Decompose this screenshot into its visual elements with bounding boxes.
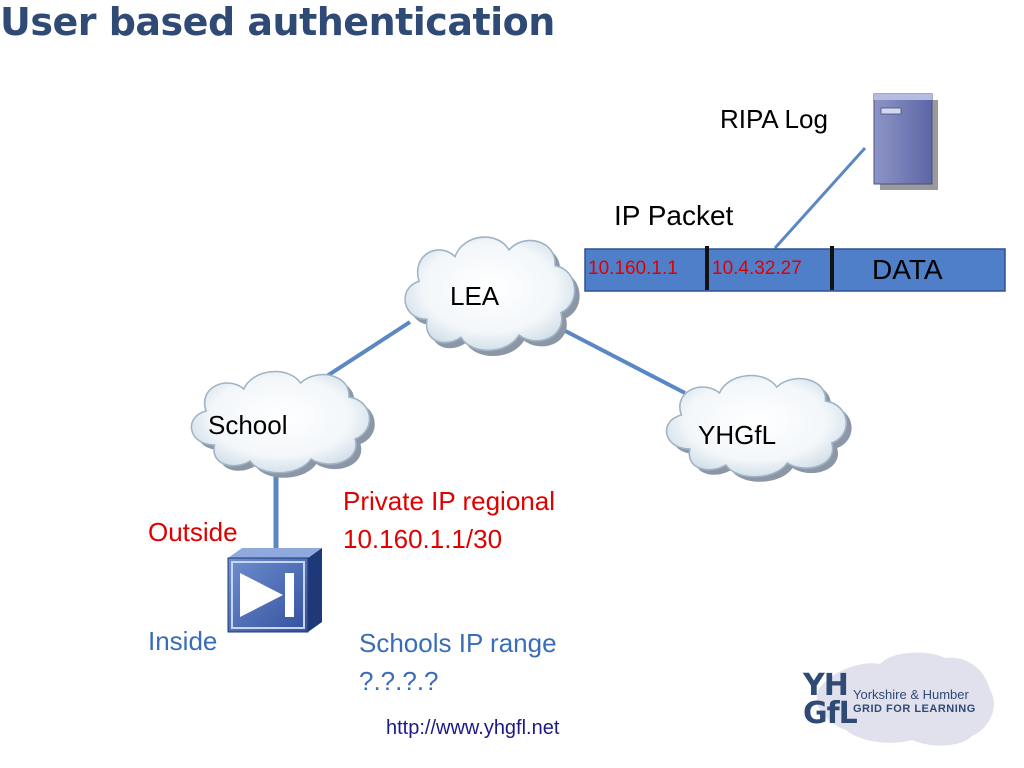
logo-line1: Yorkshire & Humber xyxy=(853,687,969,702)
logo-mark-bottom: GfL xyxy=(803,696,858,731)
logo-mark-top: YH xyxy=(803,668,849,703)
yhgfl-label: YHGfL xyxy=(698,420,777,450)
yhgfl-logo xyxy=(816,652,994,746)
packet-dest-ip: 10.4.32.27 xyxy=(712,258,802,279)
ip-packet-title: IP Packet xyxy=(614,200,734,231)
footer-url-link[interactable]: http://www.yhgfl.net xyxy=(386,717,560,739)
yorkshire-map-shape xyxy=(816,652,994,746)
school-label: School xyxy=(208,410,288,440)
slide-title: User based authentication xyxy=(0,0,555,44)
packet-data-label: DATA xyxy=(872,254,943,285)
ip-packet-bar xyxy=(584,246,1006,292)
lea-label: LEA xyxy=(450,281,500,311)
server-icon xyxy=(873,93,938,190)
link-lea-yhgfl xyxy=(547,320,686,395)
outside-label: Outside xyxy=(148,517,238,547)
ripa-log-label: RIPA Log xyxy=(720,104,828,134)
firewall-icon xyxy=(227,548,322,633)
private-ip-line2: 10.160.1.1/30 xyxy=(343,524,503,554)
inside-label: Inside xyxy=(148,626,218,656)
packet-source-ip: 10.160.1.1 xyxy=(588,258,678,279)
logo-line2: GRID FOR LEARNING xyxy=(853,703,976,715)
schools-ip-line2: ?.?.?.? xyxy=(359,666,439,696)
schools-ip-line1: Schools IP range xyxy=(359,628,557,658)
link-packet-ripa xyxy=(773,146,867,250)
private-ip-line1: Private IP regional xyxy=(343,486,555,516)
